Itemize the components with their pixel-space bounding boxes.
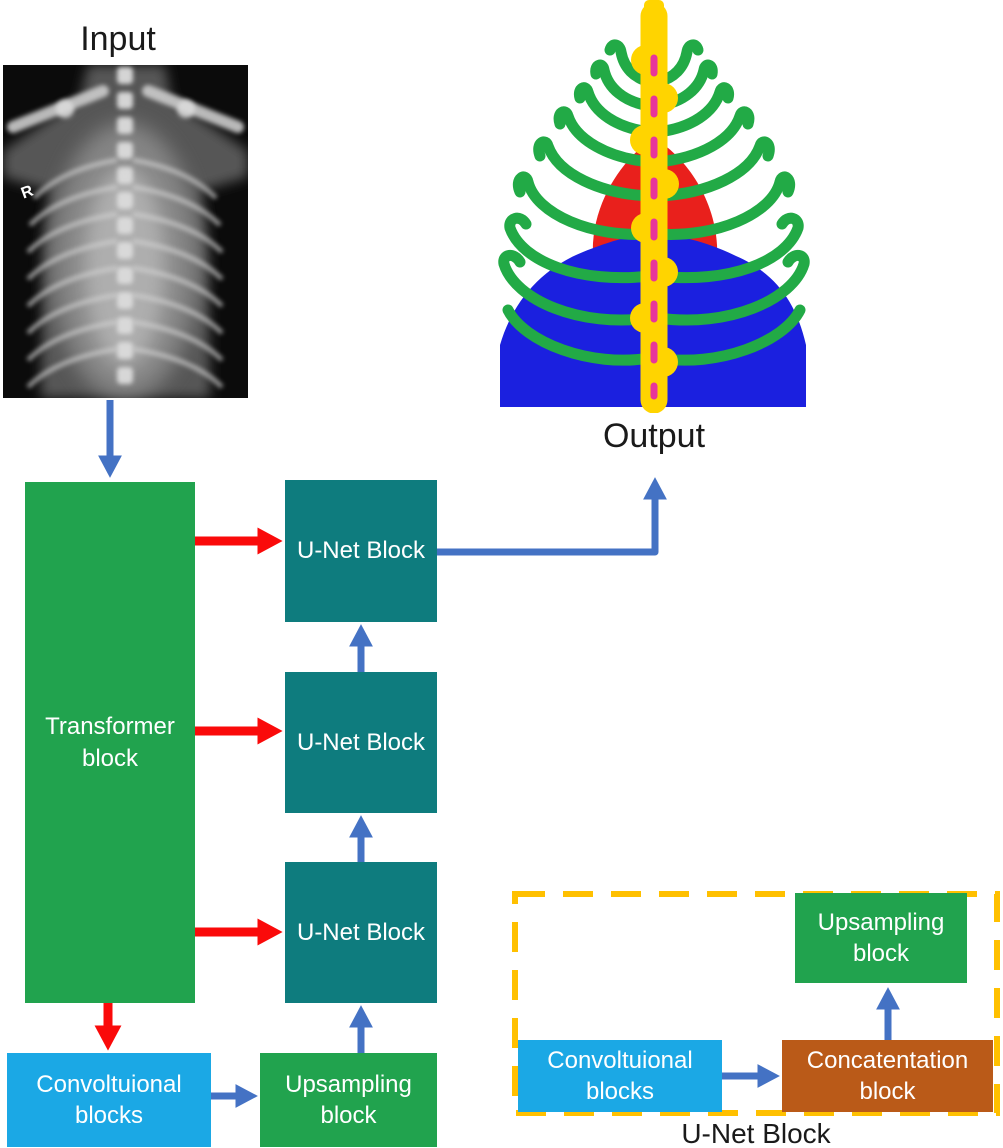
unet-block-3: U-Net Block — [285, 862, 437, 1003]
unet-detail-caption: U-Net Block — [681, 1118, 831, 1148]
unet-block-1-label: U-Net Block — [296, 537, 426, 565]
segment-spine — [630, 0, 679, 413]
unet-block-2-label: U-Net Block — [296, 728, 426, 756]
upsampling-block-label: Upsampling block — [285, 1070, 412, 1129]
arrow-unet1-to-output — [437, 477, 667, 556]
convolutional-blocks: Convoltuional blocks — [7, 1053, 211, 1147]
upsampling-block: Upsampling block — [260, 1053, 437, 1147]
transformer-block-label: Transformer block — [45, 713, 175, 772]
detail-convolutional-blocks: Convoltuional blocks — [518, 1040, 722, 1112]
output-label: Output — [602, 417, 706, 455]
unet-block-2: U-Net Block — [285, 672, 437, 813]
transformer-block: Transformer block — [25, 482, 195, 1003]
input-label: Input — [80, 20, 156, 58]
unet-detail-dashed-boundary — [512, 891, 1000, 1116]
unet-block-1: U-Net Block — [285, 480, 437, 622]
detail-concatenation-block: Concatentation block — [782, 1040, 993, 1112]
detail-upsampling-block: Upsampling block — [795, 893, 967, 983]
input-xray-image: R — [3, 65, 248, 398]
convolutional-blocks-label: Convoltuional blocks — [36, 1070, 182, 1129]
unet-block-3-label: U-Net Block — [296, 918, 426, 946]
detail-upsampling-block-label: Upsampling block — [817, 908, 945, 967]
detail-convolutional-blocks-label: Convoltuional blocks — [547, 1046, 693, 1105]
segment-ribs — [498, 39, 810, 366]
detail-concatenation-block-label: Concatentation block — [806, 1046, 969, 1105]
output-segmentation-image — [498, 0, 810, 413]
